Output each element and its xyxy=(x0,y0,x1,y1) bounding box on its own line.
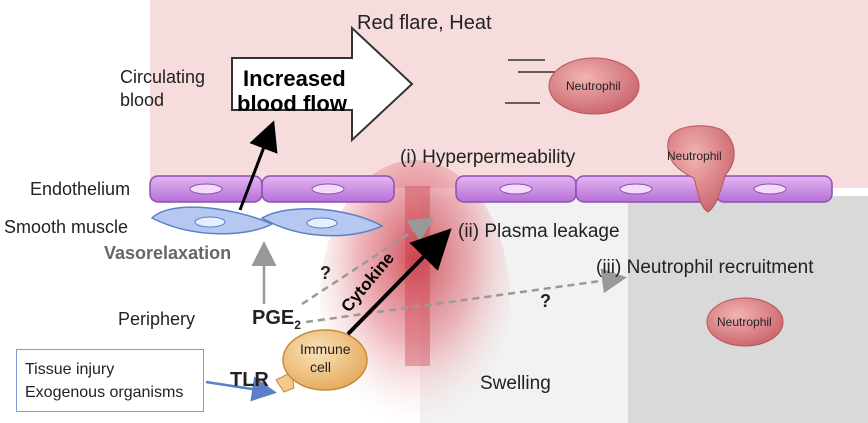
injury-line-2: Exogenous organisms xyxy=(25,384,184,402)
smooth-muscle-label: Smooth muscle xyxy=(4,217,129,237)
transmigrating-neutrophil-label: Neutrophil xyxy=(667,149,722,163)
injury-to-tlr-arrow xyxy=(205,376,277,402)
endothelium-label: Endothelium xyxy=(30,179,131,199)
vasorelaxation-to-bloodflow-arrow xyxy=(238,120,278,211)
immune-cell-label-line2: cell xyxy=(310,359,332,375)
hyperpermeability-label: (i) Hyperpermeability xyxy=(400,147,576,168)
cytokine-arrow xyxy=(346,228,452,336)
vasorelaxation-label: Vasorelaxation xyxy=(104,243,232,263)
pge2-main-text: PGE xyxy=(252,307,295,329)
smooth-muscle-cells xyxy=(150,206,384,237)
plasma-leakage-label: (ii) Plasma leakage xyxy=(458,221,620,242)
neutrophil-recruitment-label: (iii) Neutrophil recruitment xyxy=(596,257,814,278)
blood-flow-label-line1: Increased xyxy=(243,66,346,91)
immune-cell xyxy=(282,329,368,391)
blood-flow-label-line2: blood flow xyxy=(237,91,347,116)
injury-line-1: Tissue injury xyxy=(25,361,115,378)
transmigrating-neutrophil xyxy=(667,125,735,213)
question-mark-1: ? xyxy=(320,263,331,283)
immune-cell-label-line1: Immune xyxy=(300,341,351,357)
pge2-label: PGE2 xyxy=(252,308,301,331)
pge2-subscript: 2 xyxy=(294,318,301,332)
pge2-to-recruitment-arrow xyxy=(305,268,627,324)
tissue-neutrophil-label: Neutrophil xyxy=(717,315,772,329)
swelling-label: Swelling xyxy=(480,373,551,394)
neutrophil-label: Neutrophil xyxy=(566,79,621,93)
circulating-blood-label-line2: blood xyxy=(120,90,165,110)
pge2-to-leakage-arrow xyxy=(301,217,435,306)
injury-source-box: Tissue injury Exogenous organisms xyxy=(16,349,204,412)
tissue-neutrophil-cell xyxy=(706,297,784,347)
question-mark-2: ? xyxy=(540,291,551,311)
neutrophil-cell xyxy=(548,57,640,115)
tlr-label: TLR xyxy=(230,369,269,391)
red-flare-heat-label: Red flare, Heat xyxy=(357,12,492,34)
circulating-blood-label-line1: Circulating xyxy=(120,67,206,87)
blood-flow-arrow xyxy=(231,25,414,143)
periphery-label: Periphery xyxy=(118,309,196,329)
